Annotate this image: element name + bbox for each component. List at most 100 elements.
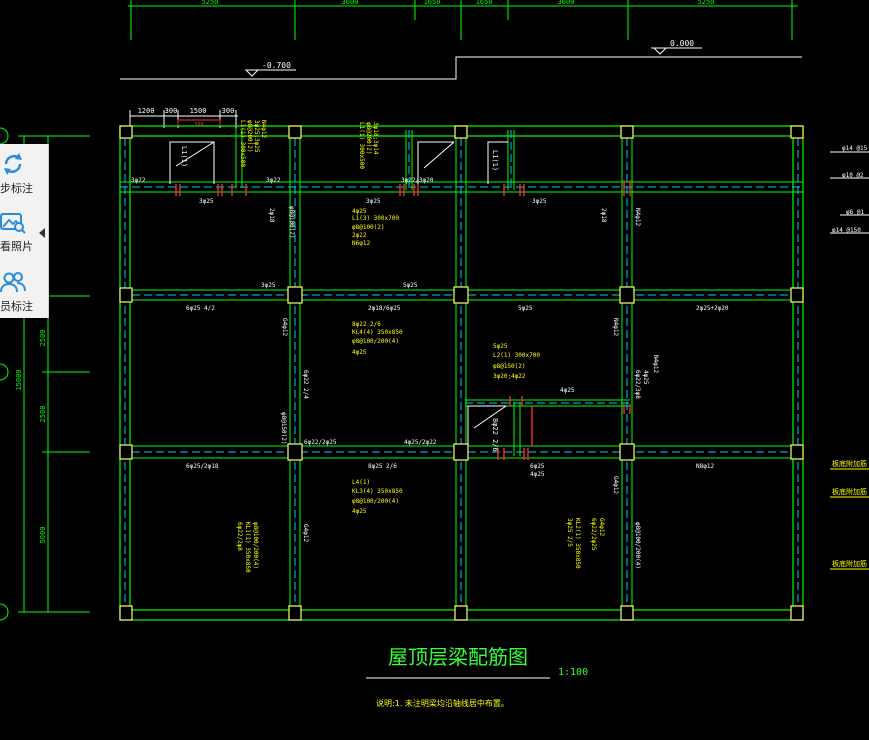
beam-label: 2φ25+2φ20 bbox=[696, 305, 729, 312]
toolbar-item-sync-annotation[interactable]: 步标注 bbox=[0, 144, 48, 200]
beam-label: φ8@100/200(4) bbox=[352, 498, 399, 505]
beam-label: L1(3) 300x700 bbox=[352, 215, 399, 222]
beam-label: 3φ22 bbox=[131, 177, 146, 184]
beam-label: 2φ22 bbox=[352, 232, 367, 239]
beam-label: N8φ12 bbox=[696, 463, 714, 470]
people-icon bbox=[0, 272, 26, 293]
beam-label: 3φ18;3φ14 bbox=[372, 122, 379, 155]
beam-label: φ8@200(2) bbox=[246, 120, 253, 153]
left-dim-1: 2500 bbox=[39, 330, 47, 347]
beam-label: 3φ25 bbox=[261, 282, 276, 289]
elevation-zero: 0.000 bbox=[670, 39, 694, 48]
columns bbox=[119, 125, 804, 621]
axis-bubbles bbox=[0, 127, 9, 621]
top-dim-5: 3600 bbox=[558, 0, 575, 6]
right-label-2: 板底附加筋 bbox=[832, 487, 867, 496]
beam-label: φ8@200(2) bbox=[365, 122, 372, 155]
left-dim-3: 5000 bbox=[39, 527, 47, 544]
right-note-4: φ14 @150 bbox=[832, 227, 861, 234]
top-dim-4: 1650 bbox=[476, 0, 493, 6]
beam-label: G4φ12 bbox=[302, 524, 309, 542]
beam-label: 8φ22 2/6 bbox=[352, 321, 381, 328]
detail-dim-1: 1200 bbox=[138, 107, 155, 115]
detail-small-dim: 500 bbox=[194, 122, 203, 128]
beam-label: 6φ22/2φ25 bbox=[304, 439, 337, 446]
refresh-icon bbox=[4, 153, 22, 175]
top-dimension-line bbox=[128, 0, 798, 40]
beam-label: 2φ18 bbox=[268, 208, 275, 223]
left-dim-2: 2500 bbox=[39, 406, 47, 423]
beam-label: L1(1) 300x500 bbox=[358, 122, 365, 169]
toolbar-item-label: 看照片 bbox=[0, 241, 33, 253]
vertical-beams bbox=[124, 126, 799, 620]
beam-label: φ8@100(2) bbox=[352, 224, 385, 231]
beam-label: φ8@100/200(4) bbox=[634, 522, 641, 569]
beam-label: 6φ22/2φ8 bbox=[236, 522, 243, 551]
side-toolbar: 步标注 看照片 员标注 bbox=[0, 144, 49, 318]
red-rebar-marks bbox=[175, 180, 631, 460]
beam-label: φ8@100(2) bbox=[288, 206, 295, 239]
top-dim-2: 3600 bbox=[342, 0, 359, 6]
top-dim-3: 1650 bbox=[424, 0, 441, 6]
beam-label: 8φ25 2/6 bbox=[368, 463, 397, 470]
right-note-2: φ10 @2 bbox=[842, 172, 864, 179]
beam-label: φ8@100/200(4) bbox=[252, 522, 259, 569]
beam-label: 3φ20;4φ22 bbox=[493, 373, 526, 380]
beam-label: 5φ25 bbox=[403, 282, 418, 289]
beam-label: φ8@100/200(4) bbox=[352, 338, 399, 345]
image-search-icon bbox=[0, 213, 26, 234]
beam-label: 5φ25 bbox=[493, 343, 508, 350]
beam-label: L1(1) bbox=[180, 146, 188, 167]
beam-label: 5φ25 bbox=[518, 305, 533, 312]
beam-label: 8φ22 2/6 bbox=[491, 418, 499, 452]
drawing-title: 屋顶层梁配筋图 bbox=[388, 645, 528, 669]
toolbar-item-member-annotation[interactable]: 员标注 bbox=[0, 262, 48, 318]
chevron-left-icon[interactable] bbox=[36, 226, 48, 240]
right-leaders bbox=[830, 151, 869, 234]
beam-label: 3φ25 2/5 bbox=[566, 518, 573, 547]
beam-label: 3φ25 bbox=[366, 198, 381, 205]
right-label-3: 板底附加筋 bbox=[832, 559, 867, 568]
left-dim-total: 15000 bbox=[15, 369, 23, 390]
beam-label: N4φ12 bbox=[634, 208, 641, 226]
beam-label: 4φ25 bbox=[530, 471, 545, 478]
beam-label: φ8@150(2) bbox=[280, 412, 287, 445]
beam-label: N6φ12 bbox=[352, 240, 370, 247]
beam-label: N4φ12 bbox=[260, 120, 267, 138]
beam-label: G4φ12 bbox=[281, 318, 288, 336]
right-note-1: φ14 @15 bbox=[842, 145, 868, 152]
toolbar-item-view-photos[interactable]: 看照片 bbox=[0, 202, 48, 258]
toolbar-item-label: 步标注 bbox=[0, 183, 33, 195]
beam-label: 6φ25 4/2 bbox=[186, 305, 215, 312]
beam-label: 3φ25;3φ25 bbox=[253, 120, 260, 153]
drawing-scale: 1:100 bbox=[558, 667, 588, 678]
beam-label: KL2(1) 350x850 bbox=[574, 518, 581, 569]
elevation-profile bbox=[120, 47, 802, 80]
beam-label: 2φ18 bbox=[600, 208, 607, 223]
right-note-3: φ6 @1 bbox=[846, 209, 864, 216]
detail-boxes bbox=[169, 141, 508, 446]
beam-label: 6φ22/2φ25 bbox=[590, 518, 597, 551]
beam-label: N4φ12 bbox=[612, 318, 619, 336]
detail-dim-4: 300 bbox=[222, 107, 235, 115]
beam-label: 4φ25 bbox=[352, 349, 367, 356]
beam-label: 3φ25 bbox=[532, 198, 547, 205]
detail-dim-2: 300 bbox=[165, 107, 178, 115]
right-label-1: 板底附加筋 bbox=[832, 459, 867, 468]
beam-label: 3φ22 bbox=[266, 177, 281, 184]
beam-label: L2(1) 300x700 bbox=[493, 352, 540, 359]
beam-label: 4φ25 bbox=[352, 208, 367, 215]
beam-label: 6φ22 2/4 bbox=[302, 370, 309, 399]
beam-label: L4(1) bbox=[352, 479, 370, 486]
beam-label: KL1(1) 350x850 bbox=[244, 522, 251, 573]
beam-label: KL3(4) 350x850 bbox=[352, 488, 403, 495]
beam-label: L1(1) bbox=[491, 150, 499, 171]
elevation-low: -0.700 bbox=[262, 61, 291, 70]
beam-label: 6φ25 bbox=[530, 463, 545, 470]
beam-label: G4φ12 bbox=[612, 476, 619, 494]
beam-label: 6φ22/3φ8 bbox=[634, 370, 641, 399]
drawing-note: 说明:1. 未注明梁均沿轴线居中布置。 bbox=[376, 698, 509, 708]
beam-label: 4φ25 bbox=[352, 508, 367, 515]
detail-dim-3: 1500 bbox=[190, 107, 207, 115]
